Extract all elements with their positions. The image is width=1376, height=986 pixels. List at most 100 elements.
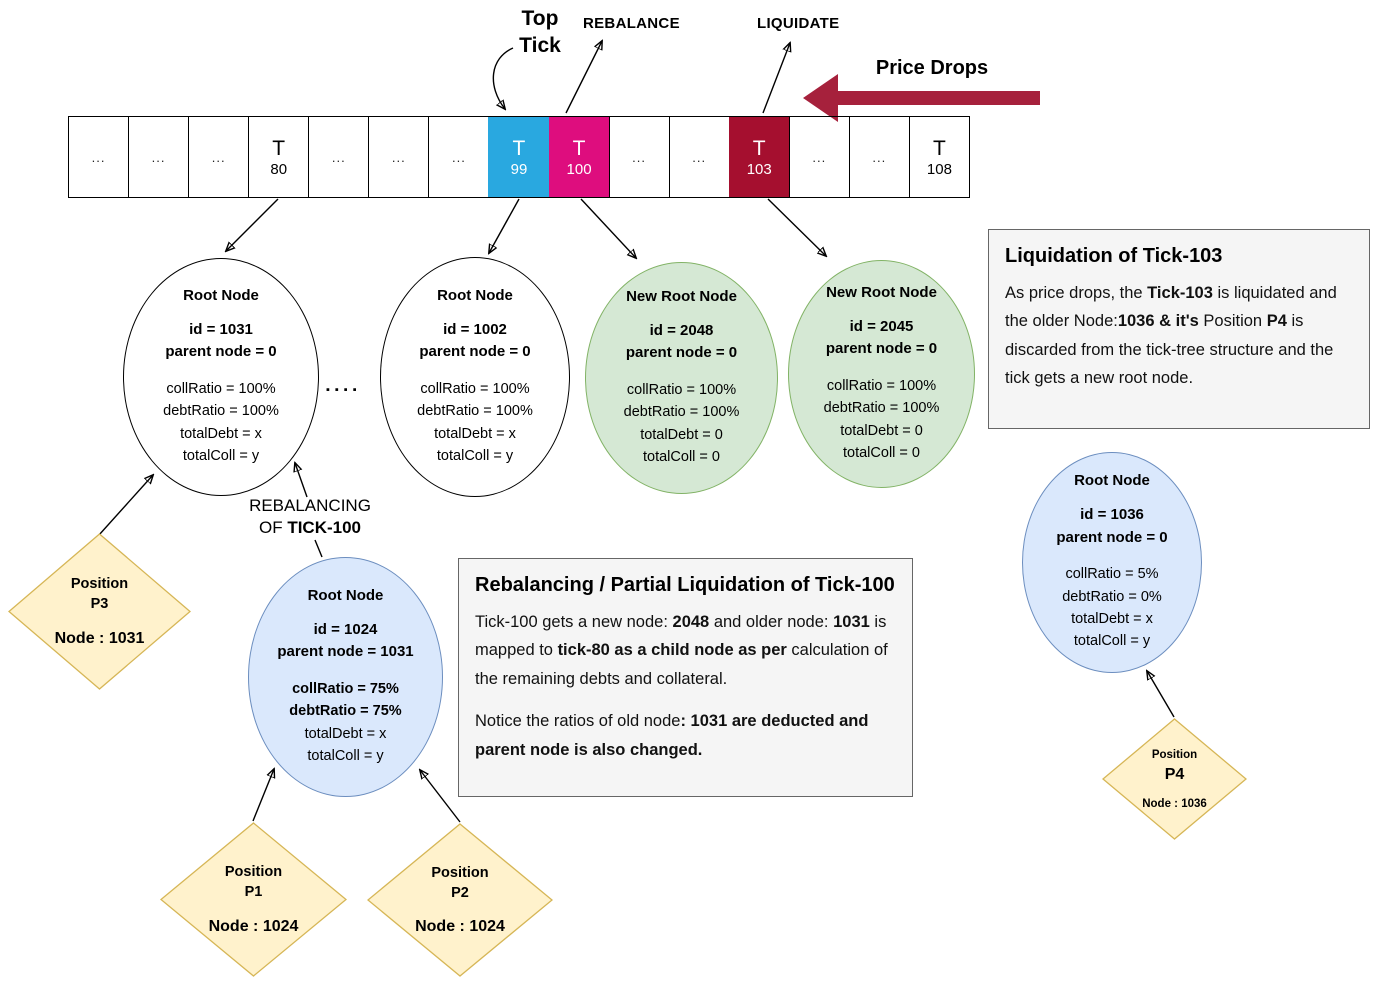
tick-cell-label: ...: [331, 149, 346, 165]
tick-cell-dots: ...: [308, 117, 368, 197]
node-stat: totalDebt = x: [304, 725, 387, 742]
liquidation-info-box: Liquidation of Tick-103 As price drops, …: [988, 229, 1370, 429]
position-name: P1: [244, 884, 263, 900]
node-title: Root Node: [437, 286, 513, 304]
tick-cell-number: 108: [926, 160, 952, 178]
rebalancing-of-tick-100-label: REBALANCING OF TICK-100: [230, 495, 390, 539]
liquidation-box-title: Liquidation of Tick-103: [1005, 245, 1223, 267]
node-stat: totalColl = y: [1073, 633, 1151, 650]
position-node-ref: Node : 1024: [415, 918, 505, 936]
node-stat: debtRatio = 100%: [823, 400, 940, 417]
tick-cell-dots: ...: [788, 117, 849, 197]
node-id: id = 1024: [313, 620, 378, 638]
tick-cell-label: T: [512, 136, 526, 160]
tick-cell-number: 100: [566, 160, 592, 178]
rebalancing-info-box: Rebalancing / Partial Liquidation of Tic…: [458, 558, 913, 797]
new-root-node-2048: New Root Node id = 2048 parent node = 0 …: [585, 262, 778, 494]
diamond-shape: [160, 822, 347, 977]
node-title: New Root Node: [826, 283, 937, 301]
node-stat: totalDebt = 0: [640, 426, 723, 443]
tick-cell-label: T: [932, 136, 946, 160]
rebalancing-box-paragraph-2: Notice the ratios of old node: 1031 are …: [475, 712, 869, 759]
position-name: P2: [451, 884, 469, 901]
node-stat: totalColl = 0: [643, 448, 720, 465]
diamond-shape: [1102, 718, 1247, 840]
tick-cell-dots: ...: [188, 117, 248, 197]
position-diamond-p3: Position P3 Node : 1031: [8, 533, 191, 690]
node-id: id = 1036: [1080, 506, 1144, 524]
node-stat: debtRatio = 75%: [289, 703, 402, 720]
tick-cell-label: T: [272, 136, 286, 160]
rebalancing-box-paragraph-1: Tick-100 gets a new node: 2048 and older…: [475, 613, 888, 688]
diamond-shape: [8, 533, 191, 690]
top-tick-line1: Top: [521, 7, 559, 30]
position-title: Position: [431, 864, 489, 881]
position-name: P4: [1164, 765, 1185, 783]
tick-cell-number: 99: [510, 160, 528, 178]
node-id: id = 1031: [189, 320, 253, 338]
node-stat: debtRatio = 0%: [1062, 588, 1162, 605]
node-stat: totalDebt = x: [1071, 611, 1153, 627]
tick-bar: ... ... ... T 80 ... ... ... T 99 T 100 …: [68, 116, 970, 198]
top-tick-line2: Tick: [519, 34, 561, 58]
position-node-ref: Node : 1036: [1142, 797, 1207, 810]
tick-cell-dots: ...: [848, 117, 909, 197]
separator-dots: ▪▪▪▪: [326, 384, 362, 396]
node-title: Root Node: [307, 586, 384, 604]
tick-cell-103-liquidate: T 103: [728, 117, 789, 197]
tick-cell-label: ...: [451, 149, 466, 165]
tick-cell-dots: ...: [428, 117, 488, 197]
tick-cell-label: ...: [91, 149, 106, 165]
node-stat: totalColl = y: [182, 447, 260, 464]
tick-cell-label: ...: [692, 149, 707, 165]
liquidate-label: LIQUIDATE: [757, 15, 840, 32]
root-node-1002: Root Node id = 1002 parent node = 0 coll…: [380, 257, 570, 497]
node-stat: debtRatio = 100%: [623, 404, 740, 421]
node-stat: collRatio = 5%: [1065, 566, 1159, 583]
rebalancing-label-prefix: OF: [258, 518, 288, 538]
node-stat: collRatio = 100%: [826, 377, 937, 394]
node-stat: debtRatio = 100%: [163, 403, 279, 420]
node-id: id = 2045: [849, 317, 914, 335]
node-parent: parent node = 0: [165, 343, 277, 361]
tick-cell-label: ...: [391, 149, 406, 165]
tick-cell-80: T 80: [248, 117, 308, 197]
node-title: New Root Node: [626, 287, 737, 305]
position-diamond-p1: Position P1 Node : 1024: [160, 822, 347, 977]
node-title: Root Node: [183, 286, 259, 304]
node-stat: collRatio = 100%: [626, 381, 737, 398]
tick-cell-number: 80: [270, 160, 288, 178]
node-parent: parent node = 0: [625, 344, 738, 362]
price-drops-arrow: [803, 74, 1040, 122]
tick-cell-number: 103: [746, 160, 772, 178]
tick-cell-dots: ...: [608, 117, 669, 197]
rebalancing-box-title: Rebalancing / Partial Liquidation of Tic…: [475, 574, 895, 596]
root-node-1031: Root Node id = 1031 parent node = 0 coll…: [123, 258, 319, 496]
node-parent: parent node = 1031: [277, 643, 414, 661]
node-id: id = 2048: [649, 321, 714, 339]
tick-cell-label: ...: [211, 149, 226, 165]
node-stat: totalColl = y: [307, 747, 384, 764]
tick-cell-label: ...: [812, 149, 827, 165]
price-drops-label: Price Drops: [875, 57, 989, 79]
rebalancing-label-line1: REBALANCING: [249, 496, 371, 515]
node-stat: totalColl = y: [436, 447, 514, 464]
tick-cell-label: ...: [632, 149, 647, 165]
node-stat: debtRatio = 100%: [417, 403, 533, 420]
root-node-1036: Root Node id = 1036 parent node = 0 coll…: [1022, 452, 1202, 673]
root-node-1024-rebalanced: Root Node id = 1024 parent node = 1031 c…: [248, 557, 443, 797]
tick-cell-label: ...: [151, 149, 166, 165]
tick-cell-label: ...: [872, 149, 887, 165]
position-diamond-p2: Position P2 Node : 1024: [367, 823, 553, 977]
tick-cell-dots: ...: [128, 117, 188, 197]
new-root-node-2045: New Root Node id = 2045 parent node = 0 …: [788, 260, 975, 488]
diamond-shape: [367, 823, 553, 977]
position-diamond-p4: Position P4 Node : 1036: [1102, 718, 1247, 840]
rebalancing-label-tick: TICK-100: [287, 518, 362, 538]
tick-cell-dots: ...: [368, 117, 428, 197]
node-stat: totalDebt = x: [180, 425, 262, 442]
node-title: Root Node: [1074, 472, 1150, 490]
position-node-ref: Node : 1031: [54, 629, 145, 647]
position-title: Position: [70, 576, 129, 593]
